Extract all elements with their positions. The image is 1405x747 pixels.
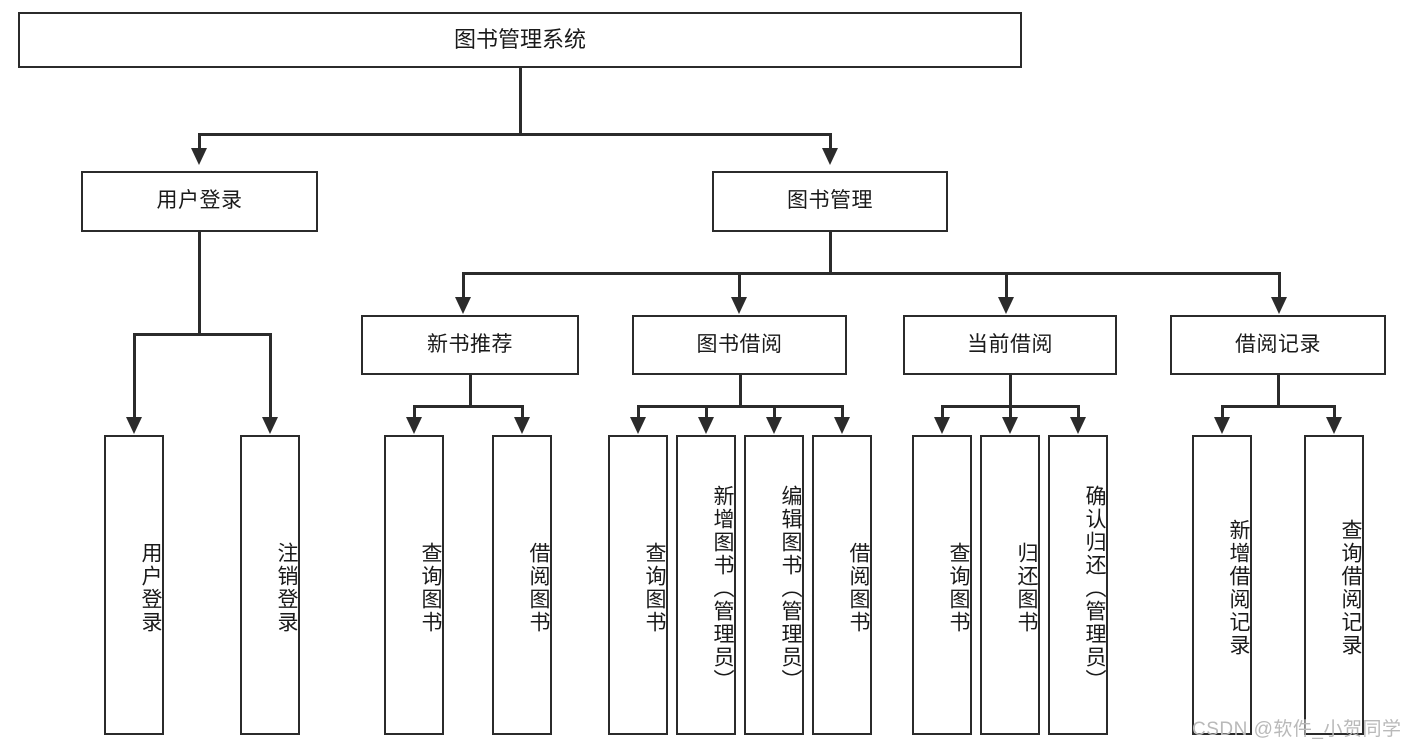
edge-current-drop-1 <box>941 405 944 418</box>
leaf-current-query-book[interactable]: 查询图书 <box>912 435 972 735</box>
edge-record-bus <box>1221 405 1335 408</box>
leaf-label: 注销登录 <box>275 542 298 634</box>
edge-root-drop-left <box>198 133 201 149</box>
leaf-record-query-record[interactable]: 查询借阅记录 <box>1304 435 1364 735</box>
node-label: 用户登录 <box>156 189 243 213</box>
leaf-borrow-query-book[interactable]: 查询图书 <box>608 435 668 735</box>
leaf-current-return-book[interactable]: 归还图书 <box>980 435 1040 735</box>
edge-recommend-drop-2 <box>521 405 524 418</box>
arrow-to-leaf-confirm-return <box>1070 417 1086 434</box>
edge-current-drop-2 <box>1009 405 1012 418</box>
edge-borrow-drop-3 <box>773 405 776 418</box>
edge-user-login-stem <box>198 232 201 334</box>
edge-recommend-stem <box>469 375 472 407</box>
edge-current-stem <box>1009 375 1012 407</box>
leaf-label: 编辑图书（管理员） <box>779 484 802 692</box>
arrow-to-book-borrow <box>731 297 747 314</box>
leaf-logout[interactable]: 注销登录 <box>240 435 300 735</box>
watermark-text: CSDN @软件_小贺同学 <box>1192 719 1402 740</box>
arrow-to-leaf-logout <box>262 417 278 434</box>
edge-record-drop-2 <box>1333 405 1336 418</box>
arrow-to-new-book-recommend <box>455 297 471 314</box>
leaf-borrow-borrow-book[interactable]: 借阅图书 <box>812 435 872 735</box>
arrow-to-leaf-query-book-2 <box>630 417 646 434</box>
leaf-label: 查询图书 <box>419 542 442 634</box>
node-label: 图书管理 <box>787 189 873 213</box>
arrow-to-current-borrow <box>998 297 1014 314</box>
edge-user-login-bus <box>133 333 272 336</box>
node-label: 新书推荐 <box>427 332 513 356</box>
leaf-label: 查询借阅记录 <box>1339 519 1362 657</box>
node-current-borrow[interactable]: 当前借阅 <box>903 315 1117 375</box>
arrow-to-leaf-borrow-book-2 <box>834 417 850 434</box>
leaf-recommend-borrow-book[interactable]: 借阅图书 <box>492 435 552 735</box>
arrow-to-leaf-return-book <box>1002 417 1018 434</box>
edge-recommend-bus <box>413 405 523 408</box>
leaf-user-login[interactable]: 用户登录 <box>104 435 164 735</box>
arrow-to-user-login <box>191 148 207 165</box>
edge-borrow-stem <box>739 375 742 407</box>
edge-l2-drop-1 <box>462 272 465 298</box>
arrow-to-leaf-user-login <box>126 417 142 434</box>
arrow-to-leaf-add-record <box>1214 417 1230 434</box>
node-label: 借阅记录 <box>1235 332 1321 356</box>
edge-borrow-drop-2 <box>705 405 708 418</box>
arrow-to-leaf-edit-book <box>766 417 782 434</box>
edge-user-login-drop-1 <box>133 333 136 418</box>
leaf-borrow-edit-book[interactable]: 编辑图书（管理员） <box>744 435 804 735</box>
leaf-borrow-add-book[interactable]: 新增图书（管理员） <box>676 435 736 735</box>
node-user-login[interactable]: 用户登录 <box>81 171 318 232</box>
edge-root-bus <box>198 133 831 136</box>
leaf-label: 确认归还（管理员） <box>1083 484 1106 692</box>
node-borrow-record[interactable]: 借阅记录 <box>1170 315 1386 375</box>
edge-l2-drop-2 <box>738 272 741 298</box>
node-label: 当前借阅 <box>967 332 1053 356</box>
edge-book-manage-bus <box>462 272 1280 275</box>
node-new-book-recommend[interactable]: 新书推荐 <box>361 315 579 375</box>
arrow-to-leaf-add-book <box>698 417 714 434</box>
edge-book-manage-stem <box>829 232 832 274</box>
node-label: 图书借阅 <box>696 332 783 356</box>
arrow-to-leaf-borrow-book-1 <box>514 417 530 434</box>
edge-borrow-bus <box>637 405 843 408</box>
arrow-to-book-manage <box>822 148 838 165</box>
leaf-label: 归还图书 <box>1015 542 1038 634</box>
leaf-record-add-record[interactable]: 新增借阅记录 <box>1192 435 1252 735</box>
arrow-to-leaf-query-record <box>1326 417 1342 434</box>
leaf-label: 借阅图书 <box>847 542 870 634</box>
leaf-label: 新增借阅记录 <box>1227 519 1250 657</box>
node-book-borrow[interactable]: 图书借阅 <box>632 315 847 375</box>
arrow-to-leaf-query-book-1 <box>406 417 422 434</box>
leaf-label: 借阅图书 <box>527 542 550 634</box>
leaf-label: 新增图书（管理员） <box>711 484 734 692</box>
edge-borrow-drop-4 <box>841 405 844 418</box>
arrow-to-leaf-query-book-3 <box>934 417 950 434</box>
edge-user-login-drop-2 <box>269 333 272 418</box>
edge-record-drop-1 <box>1221 405 1224 418</box>
leaf-label: 查询图书 <box>947 542 970 634</box>
leaf-recommend-query-book[interactable]: 查询图书 <box>384 435 444 735</box>
node-label: 图书管理系统 <box>453 27 586 53</box>
leaf-current-confirm-return[interactable]: 确认归还（管理员） <box>1048 435 1108 735</box>
edge-recommend-drop-1 <box>413 405 416 418</box>
arrow-to-borrow-record <box>1271 297 1287 314</box>
edge-root-stem <box>519 68 522 134</box>
edge-root-drop-right <box>829 133 832 149</box>
leaf-label: 查询图书 <box>643 542 666 634</box>
edge-l2-drop-4 <box>1278 272 1281 298</box>
edge-l2-drop-3 <box>1005 272 1008 298</box>
leaf-label: 用户登录 <box>139 542 162 634</box>
edge-record-stem <box>1277 375 1280 407</box>
edge-current-drop-3 <box>1077 405 1080 418</box>
node-book-management[interactable]: 图书管理 <box>712 171 948 232</box>
node-root-system[interactable]: 图书管理系统 <box>18 12 1022 68</box>
edge-borrow-drop-1 <box>637 405 640 418</box>
